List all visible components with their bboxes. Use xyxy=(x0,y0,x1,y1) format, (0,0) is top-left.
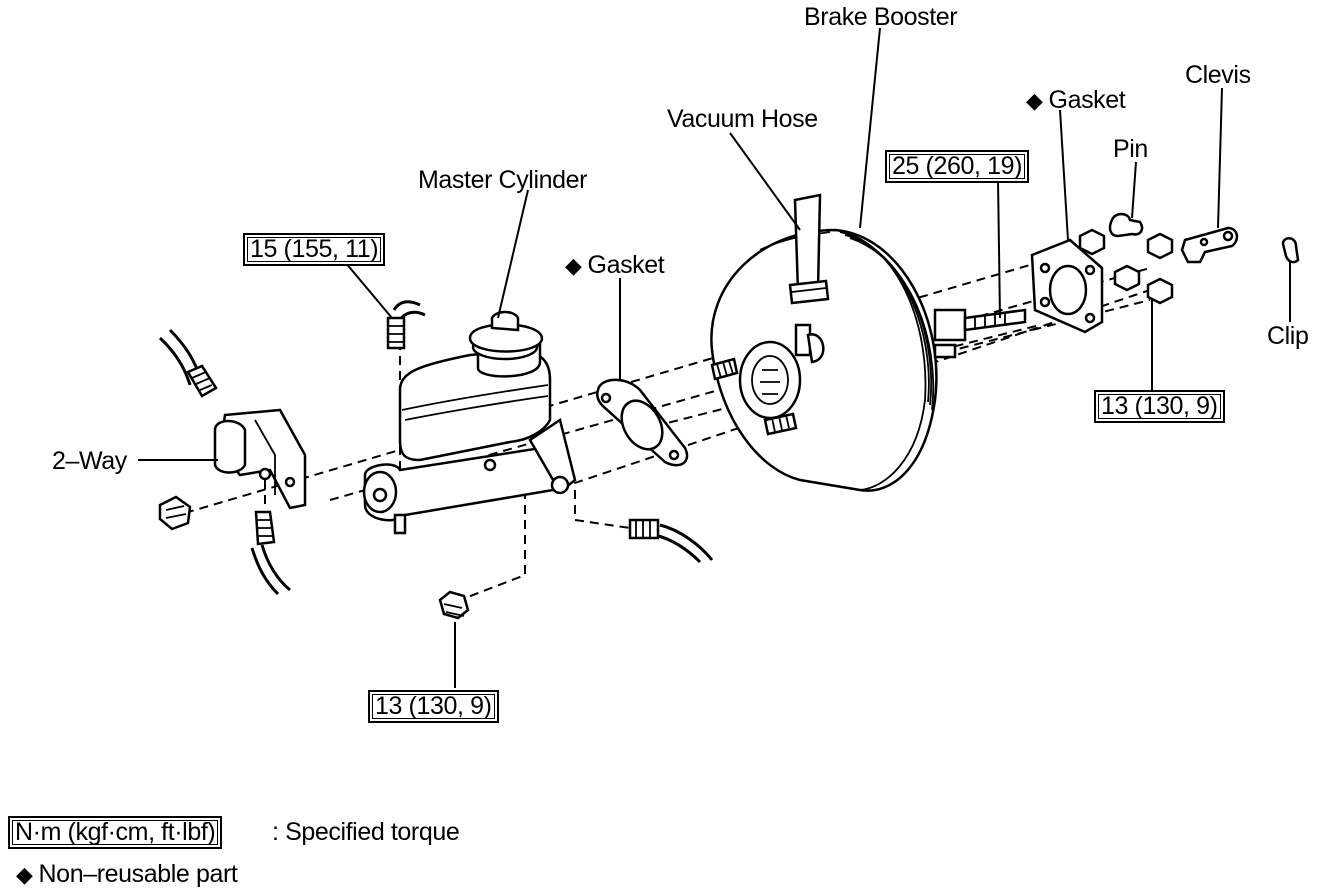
master-cylinder-nut xyxy=(438,590,470,620)
label-pin: Pin xyxy=(1113,135,1148,163)
non-reusable-diamond-icon: ◆ xyxy=(16,862,33,887)
left-gasket-drawing xyxy=(596,378,689,467)
right-nuts xyxy=(1078,228,1174,305)
label-gasket-left: ◆Gasket xyxy=(565,251,665,279)
label-master-cylinder: Master Cylinder xyxy=(418,166,588,194)
legend-torque-desc: : Specified torque xyxy=(272,818,460,846)
torque-master-cylinder-nut: 13 (130, 9) xyxy=(368,690,499,723)
right-gasket-drawing xyxy=(1030,238,1104,334)
clevis-drawing xyxy=(1180,226,1239,264)
non-reusable-diamond-icon: ◆ xyxy=(565,253,582,278)
brake-booster-drawing xyxy=(710,228,1027,492)
non-reusable-diamond-icon: ◆ xyxy=(1026,88,1043,113)
torque-booster-nut: 25 (260, 19) xyxy=(885,150,1030,183)
leader-lines xyxy=(138,27,1291,688)
brake-lines xyxy=(158,300,714,596)
torque-master-cylinder-line: 15 (155, 11) xyxy=(243,233,386,266)
two-way-valve xyxy=(158,408,307,531)
pin-drawing xyxy=(1108,212,1144,238)
label-vacuum-hose: Vacuum Hose xyxy=(667,105,818,133)
legend-torque-unit: N·m (kgf·cm, ft·lbf) xyxy=(8,816,223,849)
label-clevis: Clevis xyxy=(1185,61,1251,89)
label-clip: Clip xyxy=(1267,322,1309,350)
torque-bracket-nut: 13 (130, 9) xyxy=(1094,390,1225,423)
vacuum-hose-drawing xyxy=(788,193,830,305)
clip-drawing xyxy=(1281,237,1300,264)
label-brake-booster: Brake Booster xyxy=(804,3,958,31)
label-gasket-right: ◆Gasket xyxy=(1026,86,1126,114)
legend-non-reusable: ◆Non–reusable part xyxy=(16,860,238,888)
label-two-way: 2–Way xyxy=(52,447,127,475)
master-cylinder-drawing xyxy=(362,310,577,535)
